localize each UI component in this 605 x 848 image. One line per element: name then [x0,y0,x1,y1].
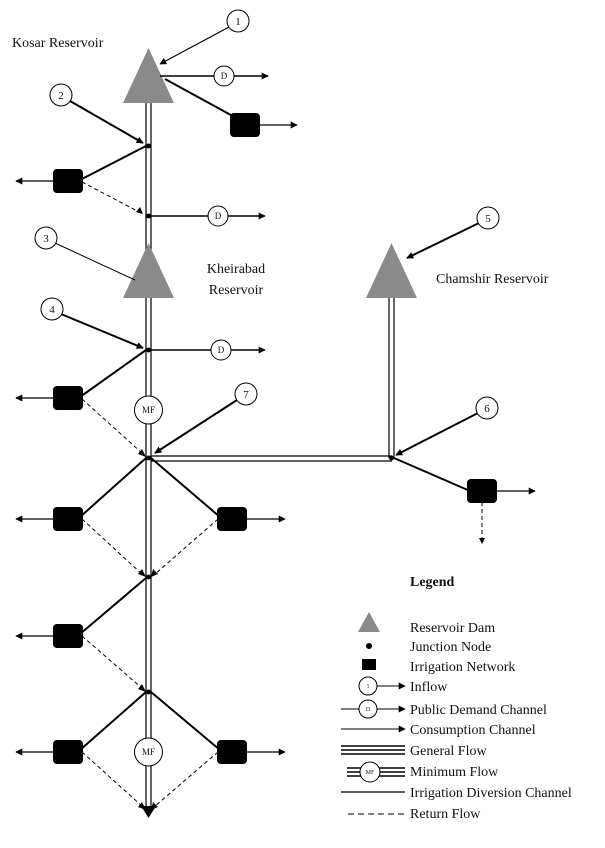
inflow-3: 3 [34,226,136,281]
inflow-number: 1 [235,16,241,28]
return-flows [81,181,483,808]
legend-item-consumption-channel: Consumption Channel [410,723,536,738]
public-demand-2: D [151,205,266,227]
inflow-number: 7 [243,389,249,401]
inflow-number: 4 [49,304,55,316]
kheirabad-reservoir-label-1: Kheirabad [207,262,265,277]
kheirabad-reservoir-label-2: Reservoir [209,283,264,298]
consumption-channels [15,121,536,756]
legend-item-general-flow: General Flow [410,744,487,759]
inflow-4: 4 [40,297,144,349]
chamshir-reservoir-label: Chamshir Reservoir [436,272,549,287]
legend-item-reservoir-dam: Reservoir Dam [410,621,495,636]
legend: Legend Reservoir Dam Junction Node Irrig… [341,575,572,822]
legend-item-junction-node: Junction Node [410,640,491,655]
inflow-number: 6 [484,403,490,415]
inflow-7: 7 [154,382,258,454]
legend-item-return-flow: Return Flow [410,807,481,822]
legend-item-irrigation-network: Irrigation Network [410,660,515,675]
inflow-1: 1 [159,9,250,65]
legend-inflow-number: 1 [367,684,370,690]
junction-nodes [146,143,394,695]
legend-reservoir-icon [358,612,380,632]
chamshir-reservoir-dam [366,243,417,298]
legend-item-minimum-flow: Minimum Flow [410,765,499,780]
legend-irrigation-icon [362,659,376,670]
kosar-reservoir-dam [123,48,174,103]
irrigation-network [53,386,83,410]
legend-general-flow-icon [341,745,405,755]
legend-item-irrigation-diversion: Irrigation Diversion Channel [410,786,572,801]
inflow-number: 5 [485,213,491,225]
return-flow-arrowheads [136,207,485,810]
public-demand-1: D [160,65,269,87]
legend-item-inflow: Inflow [410,680,448,695]
irrigation-network [53,624,83,648]
inflow-2: 2 [49,83,144,144]
inflow-number: 2 [58,90,64,102]
irrigation-network [217,507,247,531]
kheirabad-reservoir-dam [123,243,174,298]
demand-symbol: D [215,211,222,221]
irrigation-network [53,740,83,764]
legend-mf-symbol: MF [366,770,375,776]
legend-demand-icon [358,699,378,719]
legend-item-public-demand: Public Demand Channel [410,703,547,718]
inflow-6: 6 [395,396,499,456]
irrigation-network [467,479,497,503]
legend-demand-symbol: D [366,707,371,713]
irrigation-diversion-channels [79,78,471,751]
inflow-5: 5 [406,206,500,259]
irrigation-network [230,113,260,137]
legend-minimum-flow-icon: MF [347,761,405,783]
public-demand-3: D [151,339,266,361]
irrigation-networks [53,113,497,764]
mf-symbol: MF [142,405,155,415]
irrigation-network [217,740,247,764]
mf-symbol: MF [142,747,155,757]
demand-symbol: D [218,345,225,355]
legend-junction-icon [366,643,372,649]
inflow-number: 3 [43,233,49,245]
irrigation-network [53,507,83,531]
minimum-flow-1: MF [134,395,163,425]
minimum-flow-2: MF [134,737,163,767]
legend-title: Legend [410,575,455,590]
kosar-reservoir-label: Kosar Reservoir [12,36,104,51]
irrigation-network [53,169,83,193]
chamshir-general-flow [151,297,395,462]
demand-symbol: D [221,71,228,81]
